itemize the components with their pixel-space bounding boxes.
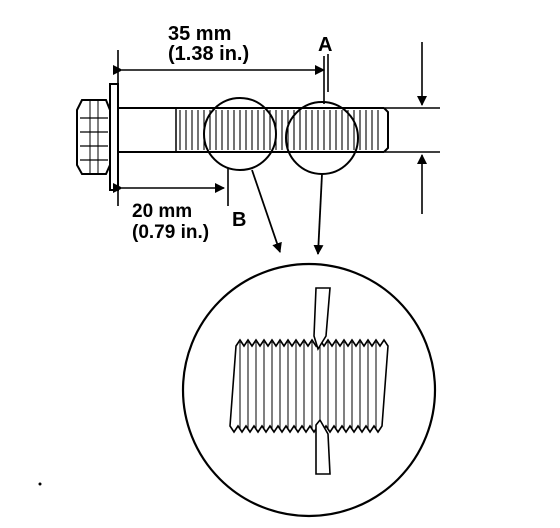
zoom-leader-b bbox=[251, 169, 282, 253]
dimension-35mm bbox=[113, 50, 329, 92]
dimension-20mm bbox=[113, 168, 229, 206]
callout-circle-a bbox=[285, 101, 359, 175]
reference-lines bbox=[384, 107, 440, 153]
callout-label-a: A bbox=[318, 34, 332, 56]
bolt-head bbox=[76, 99, 111, 175]
straight-edge-upper bbox=[313, 287, 331, 351]
callout-circle-b bbox=[203, 97, 277, 171]
dimension-35mm-imperial: (1.38 in.) bbox=[168, 43, 249, 65]
callout-label-b: B bbox=[232, 209, 246, 231]
dimension-20mm-metric: 20 mm bbox=[132, 201, 192, 222]
zoom-leader-a bbox=[313, 173, 324, 255]
bolt bbox=[76, 83, 389, 191]
dimension-20mm-imperial: (0.79 in.) bbox=[132, 222, 209, 243]
zoom-thread-body bbox=[229, 338, 389, 434]
speck bbox=[38, 482, 42, 486]
straight-edge-lower bbox=[315, 418, 331, 475]
zoom-leaders bbox=[251, 169, 324, 255]
zoom-detail bbox=[181, 262, 437, 518]
callout-circles bbox=[203, 97, 359, 175]
zoom-thread-lines bbox=[239, 342, 377, 430]
bolt-flange bbox=[109, 83, 119, 191]
dimension-35mm-metric: 35 mm bbox=[168, 23, 231, 45]
